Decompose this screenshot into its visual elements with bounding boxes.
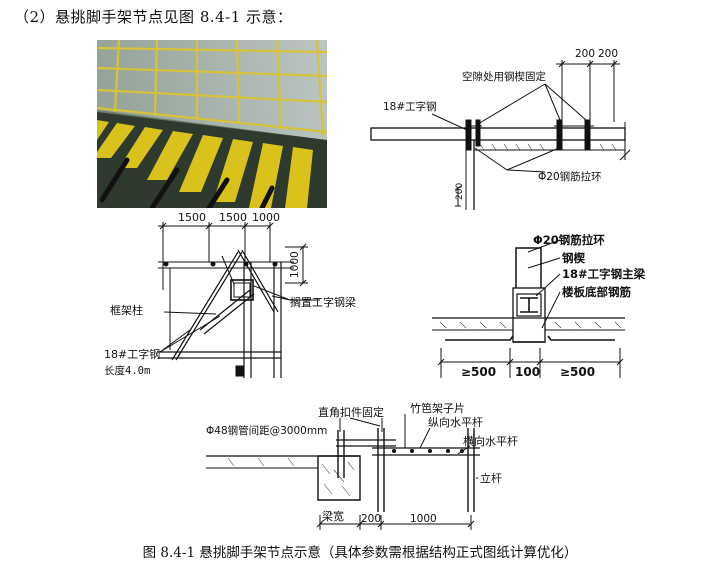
fig3-dim-left: ≥500 [461, 365, 496, 379]
fig1-dim-b: 200 [598, 48, 618, 60]
fig1-dim-side: 200 [455, 183, 465, 200]
fig4-label-pipe: Φ48钢管间距@3000mm [206, 424, 327, 437]
fig2-dim-3: 1000 [252, 211, 280, 224]
fig4-label-trans: 横向水平杆 [463, 434, 518, 448]
fig3-label-ring: Φ20钢筋拉环 [533, 233, 605, 247]
fig2-label-beam: 18#工字钢 [104, 347, 160, 361]
fig2-label-skew: 搁置工字钢梁 [290, 295, 356, 309]
fig4-label-post: 立杆 [480, 471, 502, 485]
fig1-label-ring: Φ20钢筋拉环 [538, 170, 602, 183]
fig4-dim-a: 200 [361, 513, 381, 525]
fig1-label-gap: 空隙处用钢楔固定 [462, 70, 546, 83]
fig2-dim-2: 1500 [219, 211, 247, 224]
scaffold-photo [97, 40, 327, 208]
fig1-label-beam: 18#工字钢 [383, 100, 437, 113]
fig3-label-main: 18#工字钢主梁 [562, 267, 646, 281]
fig4-label-clamp: 直角扣件固定 [318, 405, 384, 419]
fig1-dim-a: 200 [575, 48, 595, 60]
figure-caption: 图 8.4-1 悬挑脚手架节点示意（具体参数需根据结构正式图纸计算优化） [142, 545, 578, 561]
fig2-label-length: 长度4.0m [104, 364, 150, 377]
fig2-dim-1: 1500 [178, 211, 206, 224]
fig3-anchor-section [432, 239, 625, 378]
fig3-label-wedge: 钢楔 [562, 251, 585, 265]
section-heading: （2）悬挑脚手架节点见图 8.4-1 示意： [14, 8, 293, 26]
fig3-dim-right: ≥500 [560, 365, 595, 379]
fig2-plan-view [158, 222, 320, 378]
fig4-label-bamboo: 竹笆架子片 [410, 401, 465, 415]
fig1-cantilever-section [370, 60, 631, 210]
fig4-label-beamwidth: 梁宽 [322, 509, 344, 523]
fig2-dim-v: 1000 [289, 251, 301, 278]
fig4-bamboo-section [206, 414, 480, 530]
fig4-label-long: 纵向水平杆 [428, 415, 483, 429]
fig2-label-column: 框架柱 [110, 303, 143, 317]
fig3-label-rebar: 楼板底部钢筋 [562, 285, 631, 299]
fig4-dim-b: 1000 [410, 513, 437, 525]
fig3-dim-mid: 100 [515, 365, 540, 379]
